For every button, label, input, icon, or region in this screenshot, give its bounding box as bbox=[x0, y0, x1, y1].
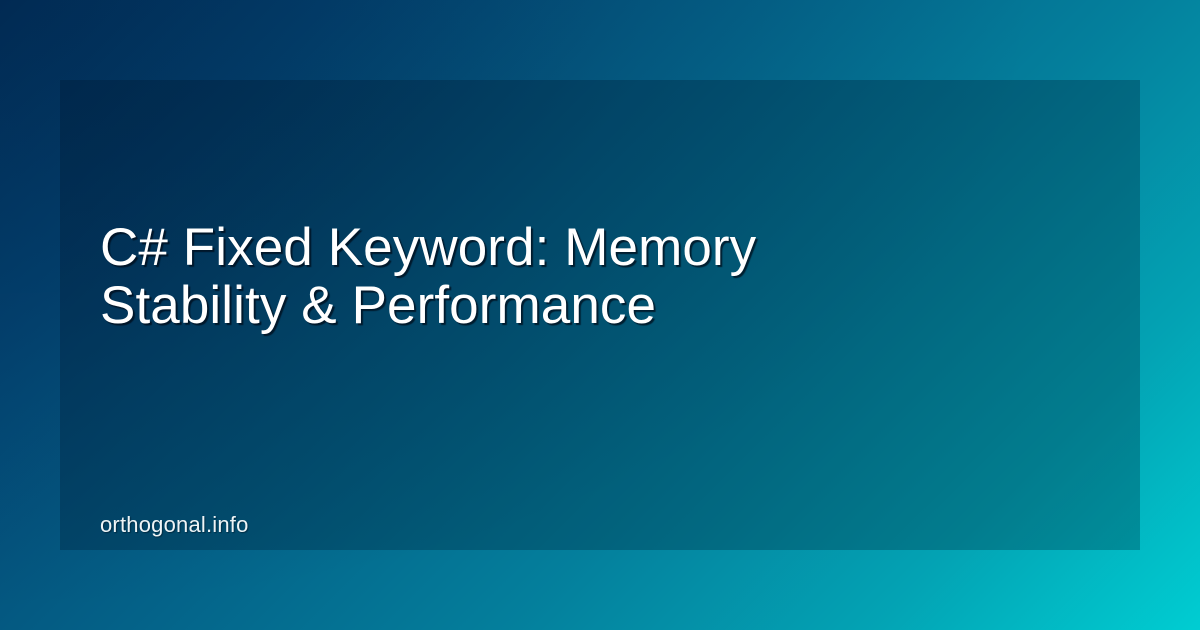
site-domain-label: orthogonal.info bbox=[100, 512, 249, 537]
content-panel: C# Fixed Keyword: Memory Stability & Per… bbox=[60, 80, 1140, 550]
page-title: C# Fixed Keyword: Memory Stability & Per… bbox=[100, 218, 757, 335]
